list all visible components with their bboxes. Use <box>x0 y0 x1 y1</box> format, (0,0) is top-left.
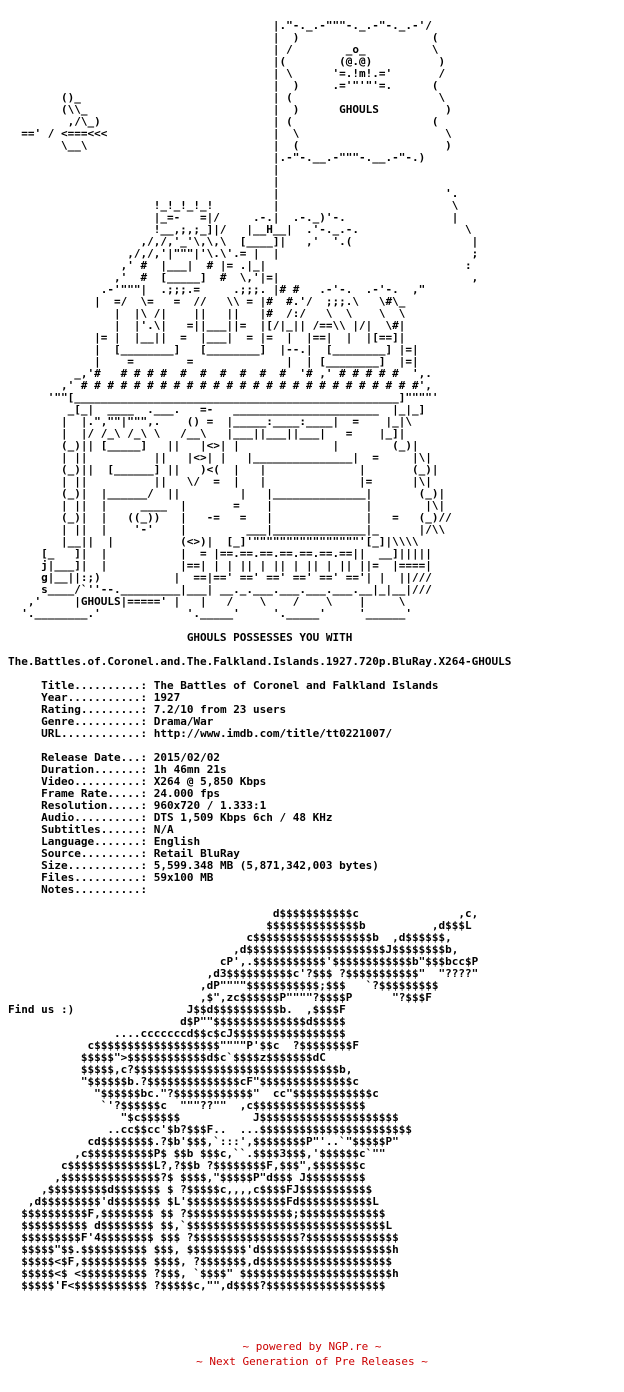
field-value-language: English <box>153 835 201 848</box>
release-name: The.Battles.of.Coronel.and.The.Falkland.… <box>8 655 512 668</box>
logo-ascii-art: d$$$$$$$$$$$c ,c, $$$$$$$$$$$$$$b ,d$$$L… <box>8 907 479 1292</box>
field-label-year: Year........... <box>41 691 141 704</box>
field-label-rating: Rating......... <box>41 703 141 716</box>
field-value-size: 5,599.348 MB (5,871,342,003 bytes) <box>153 859 379 872</box>
field-label-url: URL............ <box>41 727 141 740</box>
next-generation-footer: ~ Next Generation of Pre Releases ~ <box>196 1355 428 1368</box>
field-label-release-date: Release Date... <box>41 751 141 764</box>
field-label-frame-rate: Frame Rate..... <box>41 787 141 800</box>
field-label-subtitles: Subtitles...... <box>41 823 141 836</box>
field-value-video: X264 @ 5,850 Kbps <box>153 775 267 788</box>
field-label-video: Video.......... <box>41 775 141 788</box>
field-value-title: The Battles of Coronel and Falkland Isla… <box>153 679 439 692</box>
field-label-title: Title.......... <box>41 679 141 692</box>
field-value-frame-rate: 24.000 fps <box>153 787 220 800</box>
field-value-files: 59x100 MB <box>153 871 214 884</box>
field-value-release-date: 2015/02/02 <box>153 751 220 764</box>
field-label-language: Language....... <box>41 835 141 848</box>
nfo-document: |."-._.-"""-._.-"-._.-'/ | ) ( | / _o_ \… <box>8 19 512 1292</box>
possesses-heading: GHOULS POSSESSES YOU WITH <box>186 631 353 644</box>
field-value-genre: Drama/War <box>153 715 214 728</box>
ghouls-house-ascii-art: |."-._.-"""-._.-"-._.-'/ | ) ( | / _o_ \… <box>21 19 479 620</box>
field-value-source: Retail BluRay <box>153 847 240 860</box>
field-value-rating: 7.2/10 from 23 users <box>153 703 287 716</box>
field-label-duration: Duration....... <box>41 763 141 776</box>
field-value-url: http://www.imdb.com/title/tt0221007/ <box>153 727 393 740</box>
field-value-subtitles: N/A <box>153 823 174 836</box>
field-value-year: 1927 <box>153 691 181 704</box>
field-label-source: Source......... <box>41 847 141 860</box>
field-value-duration: 1h 46mn 21s <box>153 763 227 776</box>
field-label-audio: Audio.......... <box>41 811 141 824</box>
field-value-resolution: 960x720 / 1.333:1 <box>153 799 267 812</box>
field-label-files: Files.......... <box>41 871 141 884</box>
field-label-notes: Notes.......... <box>41 883 141 896</box>
field-label-genre: Genre.......... <box>41 715 141 728</box>
powered-by-footer: ~ powered by NGP.re ~ <box>242 1340 382 1353</box>
field-label-resolution: Resolution..... <box>41 799 141 812</box>
field-label-size: Size........... <box>41 859 141 872</box>
field-value-audio: DTS 1,509 Kbps 6ch / 48 KHz <box>153 811 333 824</box>
